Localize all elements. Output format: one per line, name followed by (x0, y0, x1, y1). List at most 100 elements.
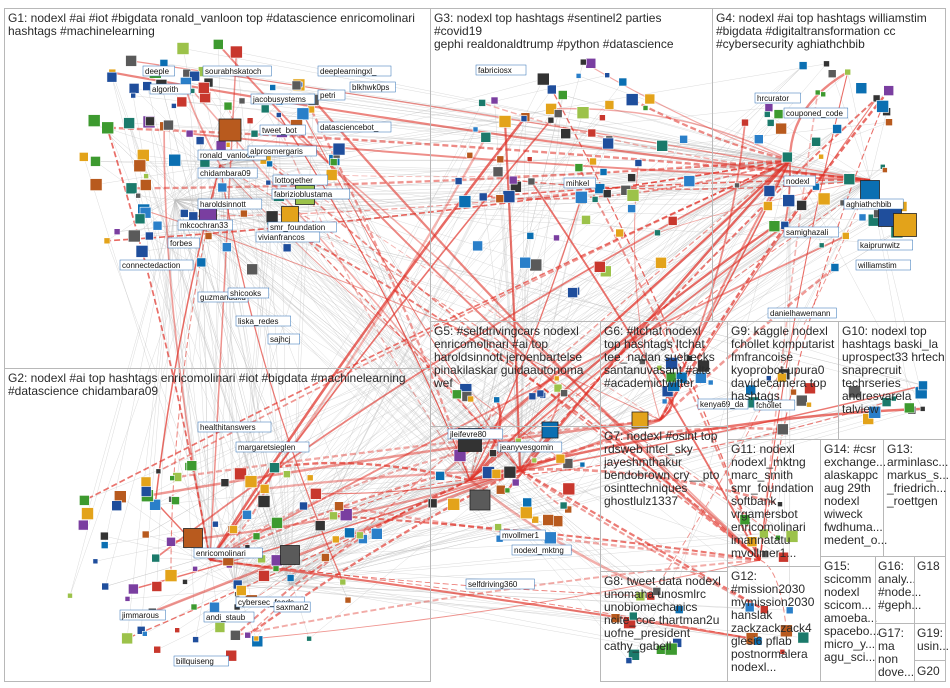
graph-node (795, 394, 808, 407)
graph-node (260, 104, 270, 114)
graph-node (495, 484, 506, 495)
graph-node (495, 194, 505, 203)
group-label-g17: G17: ma non dove... (878, 626, 915, 679)
graph-node (314, 520, 326, 532)
graph-edge-highlight (519, 469, 765, 611)
graph-node (370, 527, 383, 540)
graph-edge-highlight (469, 407, 923, 482)
node-label-background (197, 421, 272, 433)
graph-edge (209, 412, 875, 561)
graph-edge (289, 584, 753, 639)
graph-node (654, 229, 661, 237)
graph-edge (272, 87, 871, 181)
node-label: guzmanduxd (200, 293, 246, 302)
graph-node (151, 581, 163, 592)
group-box-g10: G10: nodexl top hashtags baski_la uprosp… (838, 321, 946, 440)
node-label-background (259, 124, 306, 136)
graph-node (778, 551, 789, 563)
graph-edge-highlight (271, 219, 761, 561)
graph-node (286, 574, 295, 582)
graph-node (644, 93, 656, 105)
graph-node (234, 467, 247, 481)
graph-node (490, 96, 499, 105)
graph-node (656, 140, 669, 152)
graph-node (257, 495, 271, 508)
group-box-g4: G4: nodexl #ai top hashtags williamstim … (712, 8, 946, 322)
graph-node (101, 582, 109, 591)
graph-edge (174, 199, 784, 558)
node-label-background (783, 175, 816, 187)
graph-node (806, 401, 812, 408)
graph-node (140, 486, 152, 497)
graph-node (832, 124, 842, 134)
graph-edge-highlight (265, 158, 661, 421)
graph-node (220, 478, 230, 488)
graph-edge (308, 179, 871, 639)
graph-node (101, 121, 114, 135)
graph-edge (789, 159, 923, 410)
node-label-background (273, 601, 311, 613)
graph-edge (269, 163, 871, 181)
graph-hub-node (631, 411, 649, 429)
graph-edge-highlight (759, 71, 849, 561)
graph-node (198, 82, 210, 94)
graph-edge-highlight (469, 399, 498, 481)
node-label: ronald_vanloon (200, 151, 255, 160)
graph-node (625, 93, 639, 106)
graph-edge (174, 199, 750, 608)
graph-edge (519, 395, 543, 471)
graph-edge (289, 408, 923, 586)
graph-edge (519, 159, 530, 471)
graph-node (466, 152, 474, 159)
node-label-background (203, 611, 255, 623)
graph-edge (469, 139, 684, 481)
graph-node (106, 71, 118, 83)
graph-node (253, 635, 260, 642)
node-label: alprosmergaris (250, 147, 303, 156)
graph-node (827, 69, 837, 78)
node-label: mvollmer1 (502, 531, 539, 540)
graph-node (242, 509, 252, 520)
graph-node (579, 58, 587, 66)
node-label-background (465, 578, 535, 590)
graph-node (331, 535, 340, 544)
graph-node (531, 515, 540, 524)
node-label: jeanyvesgomin (499, 443, 553, 452)
group-box-g11: G11: nodexl nodexl_mktng marc_smith smr_… (727, 439, 821, 567)
graph-node (665, 371, 677, 383)
graph-node (204, 232, 213, 240)
graph-node (812, 182, 820, 191)
graph-node (763, 201, 773, 211)
graph-node (246, 117, 254, 124)
group-box-g8: G8: tweet data nodexl unomaha unosmlrc u… (600, 571, 728, 682)
graph-edge (95, 159, 791, 162)
graph-node (275, 112, 282, 118)
graph-node (145, 231, 154, 241)
graph-edge-highlight (658, 89, 890, 421)
graph-node (472, 126, 479, 133)
graph-node (133, 159, 147, 173)
graph-node (125, 182, 138, 195)
graph-node (143, 173, 149, 179)
graph-node (78, 519, 89, 531)
group-box-g9: G9: kaggle nodexl fchollet komputarist f… (727, 321, 839, 440)
graph-node (610, 613, 621, 624)
node-label: jimmarous (121, 611, 159, 620)
graph-node (665, 357, 678, 370)
graph-node (124, 596, 131, 602)
graph-node (155, 468, 162, 475)
graph-edge (174, 199, 527, 513)
graph-node (768, 220, 781, 232)
graph-edge-highlight (208, 116, 527, 561)
node-label: nodexl_mktng (514, 546, 564, 555)
graph-node (618, 77, 628, 87)
node-label-background (235, 315, 291, 327)
node-label: petri (320, 91, 336, 100)
graph-node (306, 474, 314, 482)
graph-edge-highlight (219, 164, 779, 539)
graph-node (564, 505, 573, 514)
graph-node (310, 487, 322, 500)
node-label-background (349, 81, 396, 93)
node-label-background (149, 83, 192, 95)
graph-edge-highlight (583, 61, 791, 161)
